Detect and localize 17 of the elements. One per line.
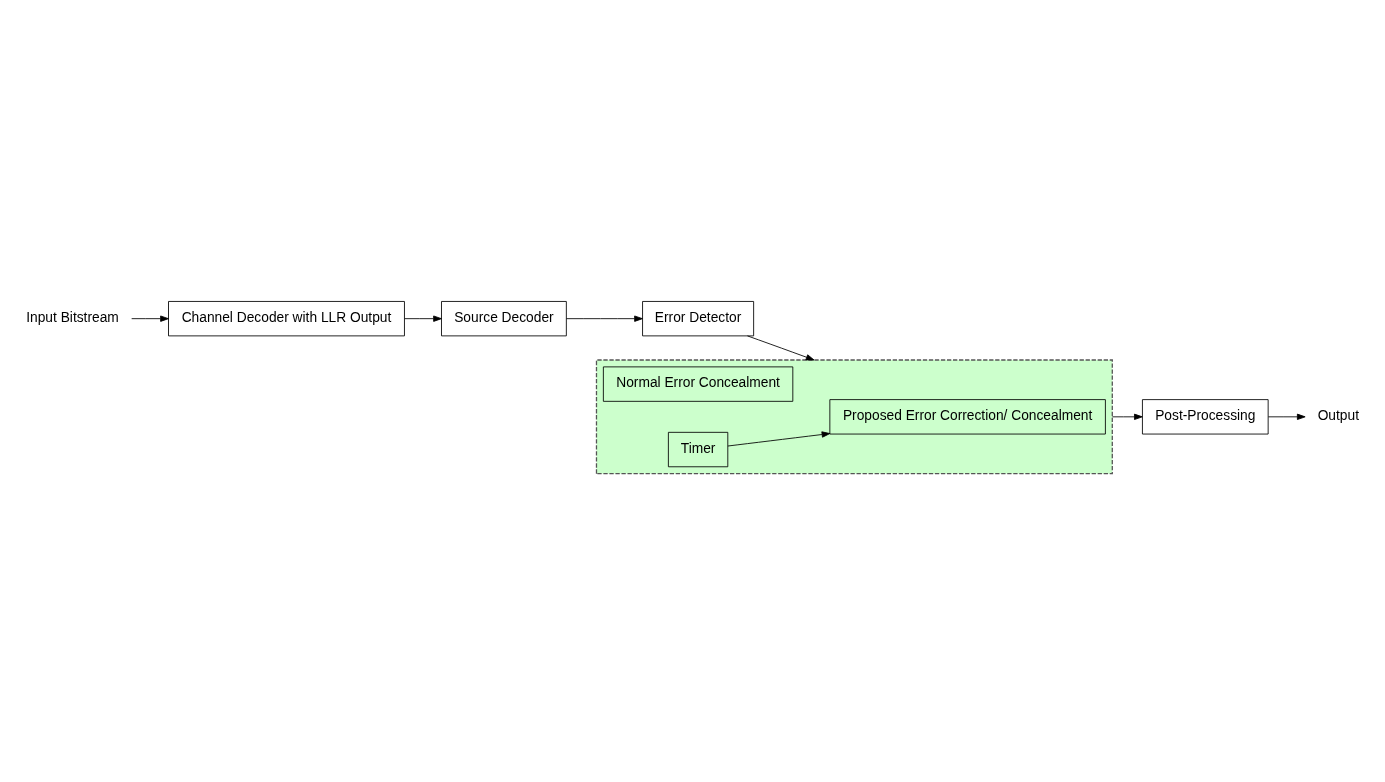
arrow [404,315,442,322]
node-box: Channel Decoder with LLR Output [168,301,405,337]
node-box: Source Decoder [441,301,567,337]
cluster [595,359,1113,475]
node-box: Error Detector [642,301,755,337]
node-text: Input Bitstream [26,309,119,325]
node-text: Output [1317,408,1359,424]
node-box: Proposed Error Correction/ Concealment [829,399,1106,435]
arrow [1111,413,1143,420]
arrow [747,335,815,361]
arrow [131,315,169,322]
node-box: Timer [667,431,729,468]
node-box: Normal Error Concealment [602,366,794,402]
arrow [566,315,643,322]
node-box: Post-Processing [1142,399,1269,435]
arrow [1267,413,1306,420]
arrow [727,431,831,447]
